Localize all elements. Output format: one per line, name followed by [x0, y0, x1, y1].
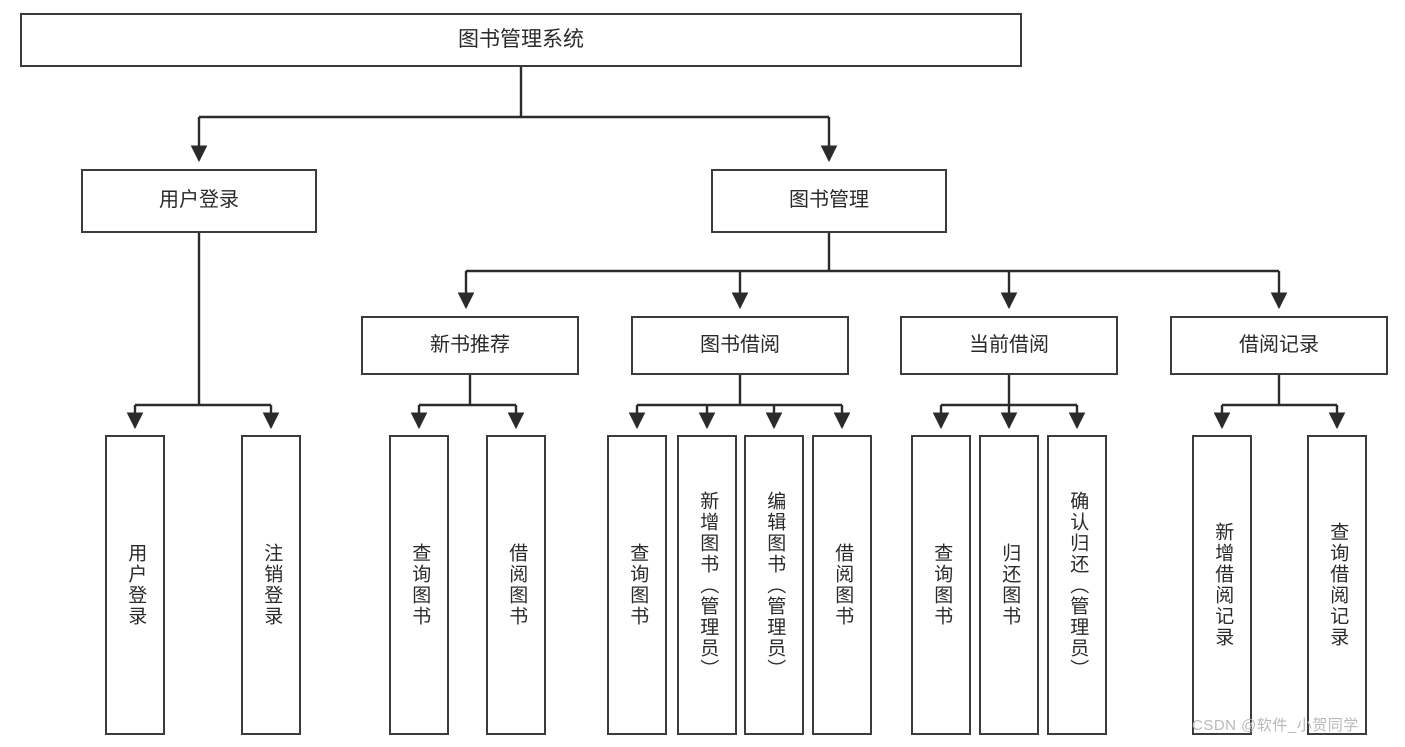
node-leaf-return-book[interactable]: 归还图书: [979, 435, 1039, 735]
node-label: 查询借阅记录: [1327, 522, 1349, 648]
node-book-management-system[interactable]: 图书管理系统: [20, 13, 1022, 67]
node-label: 确认归还（管理员）: [1067, 490, 1089, 680]
node-label: 用户登录: [159, 189, 239, 212]
node-leaf-add-book[interactable]: 新增图书（管理员）: [677, 435, 737, 735]
node-label: 注销登录: [261, 543, 283, 627]
node-leaf-edit-book[interactable]: 编辑图书（管理员）: [744, 435, 804, 735]
node-label: 图书借阅: [700, 333, 780, 356]
node-label: 图书管理: [789, 189, 869, 212]
node-label: 编辑图书（管理员）: [764, 490, 786, 680]
node-leaf-query-book-1[interactable]: 查询图书: [389, 435, 449, 735]
node-user-login[interactable]: 用户登录: [81, 169, 317, 233]
node-label: 借阅记录: [1239, 333, 1319, 356]
node-label: 归还图书: [999, 543, 1021, 627]
node-leaf-query-book-2[interactable]: 查询图书: [607, 435, 667, 735]
node-leaf-user-login[interactable]: 用户登录: [105, 435, 165, 735]
node-label: 查询图书: [627, 543, 649, 627]
node-label: 当前借阅: [969, 333, 1049, 356]
node-leaf-borrow-book-2[interactable]: 借阅图书: [812, 435, 872, 735]
node-leaf-logout-login[interactable]: 注销登录: [241, 435, 301, 735]
node-current-borrow[interactable]: 当前借阅: [900, 316, 1118, 375]
node-label: 用户登录: [125, 543, 147, 627]
node-label: 新增借阅记录: [1212, 522, 1234, 648]
csdn-watermark: CSDN @软件_小贺同学: [1192, 717, 1359, 734]
node-new-book-recommend[interactable]: 新书推荐: [361, 316, 579, 375]
node-book-borrow[interactable]: 图书借阅: [631, 316, 849, 375]
node-label: 新书推荐: [430, 333, 510, 356]
node-label: 借阅图书: [832, 543, 854, 627]
node-leaf-query-book-3[interactable]: 查询图书: [911, 435, 971, 735]
node-borrow-record[interactable]: 借阅记录: [1170, 316, 1388, 375]
node-label: 借阅图书: [506, 543, 528, 627]
node-label: 图书管理系统: [458, 27, 584, 51]
node-label: 查询图书: [409, 543, 431, 627]
node-leaf-query-record[interactable]: 查询借阅记录: [1307, 435, 1367, 735]
node-label: 新增图书（管理员）: [697, 490, 719, 680]
node-book-manage[interactable]: 图书管理: [711, 169, 947, 233]
node-label: 查询图书: [931, 543, 953, 627]
node-leaf-confirm-return[interactable]: 确认归还（管理员）: [1047, 435, 1107, 735]
node-leaf-borrow-book-1[interactable]: 借阅图书: [486, 435, 546, 735]
node-leaf-add-record[interactable]: 新增借阅记录: [1192, 435, 1252, 735]
